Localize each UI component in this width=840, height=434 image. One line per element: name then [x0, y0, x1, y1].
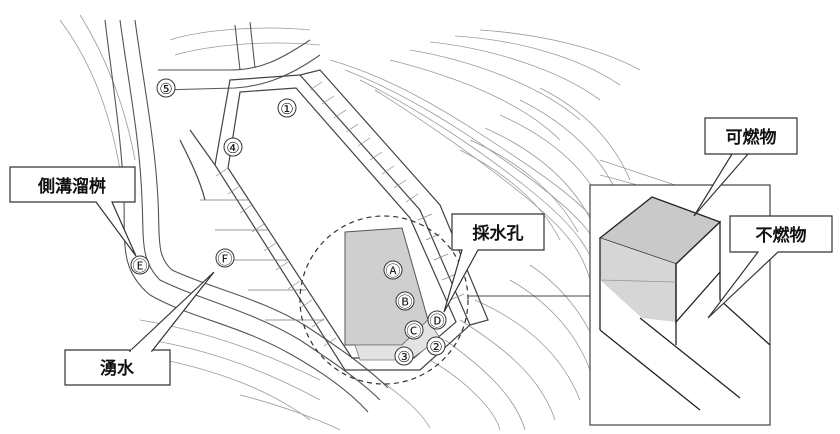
marker-4: ④	[226, 139, 239, 157]
callout-noncombustible: 不燃物	[707, 215, 833, 319]
callout-side-ditch: 側溝溜桝	[9, 166, 137, 257]
marker-f: Ⓕ	[217, 250, 232, 268]
marker-b-circle	[395, 291, 415, 311]
marker-2-circle	[426, 336, 446, 356]
marker-a: Ⓐ	[385, 262, 400, 280]
marker-2: ②	[429, 338, 442, 356]
marker-a-circle	[383, 260, 403, 280]
callout-sampling-hole: 採水孔	[443, 213, 545, 313]
marker-c-circle	[404, 320, 424, 340]
marker-b: Ⓑ	[397, 293, 412, 311]
marker-5-circle	[156, 78, 176, 98]
marker-1: ①	[280, 100, 293, 118]
marker-c: Ⓒ	[406, 322, 421, 340]
marker-e: Ⓔ	[132, 257, 147, 275]
callout-spring-water-label: 湧水	[100, 358, 135, 379]
fill-area	[344, 227, 441, 361]
focus-circle	[299, 215, 469, 385]
callout-combustible: 可燃物	[693, 117, 798, 217]
combustible-block-front	[600, 238, 676, 322]
marker-d-circle	[427, 310, 447, 330]
callout-spring-water: 湧水	[64, 271, 215, 386]
callout-combustible-label: 可燃物	[726, 127, 777, 148]
upper-road	[158, 21, 321, 91]
access-road	[104, 19, 389, 413]
callout-sampling-hole-label: 採水孔	[473, 223, 524, 244]
marker-4-circle	[223, 137, 243, 157]
slope-hatching	[215, 81, 465, 347]
marker-f-circle	[215, 248, 235, 268]
marker-5: ⑤	[159, 80, 172, 98]
marker-3-circle	[394, 346, 414, 366]
marker-d: Ⓓ	[429, 312, 444, 330]
callout-side-ditch-label: 側溝溜桝	[37, 176, 106, 197]
left-bench-steps	[200, 199, 324, 321]
callout-noncombustible-label: 不燃物	[756, 225, 807, 246]
marker-3: ③	[397, 348, 410, 366]
map-markers: ⑤ ① ④ Ⓐ Ⓑ Ⓒ Ⓓ ② ③ Ⓔ Ⓕ	[130, 78, 447, 366]
marker-e-circle	[130, 255, 150, 275]
marker-1-circle	[277, 98, 297, 118]
